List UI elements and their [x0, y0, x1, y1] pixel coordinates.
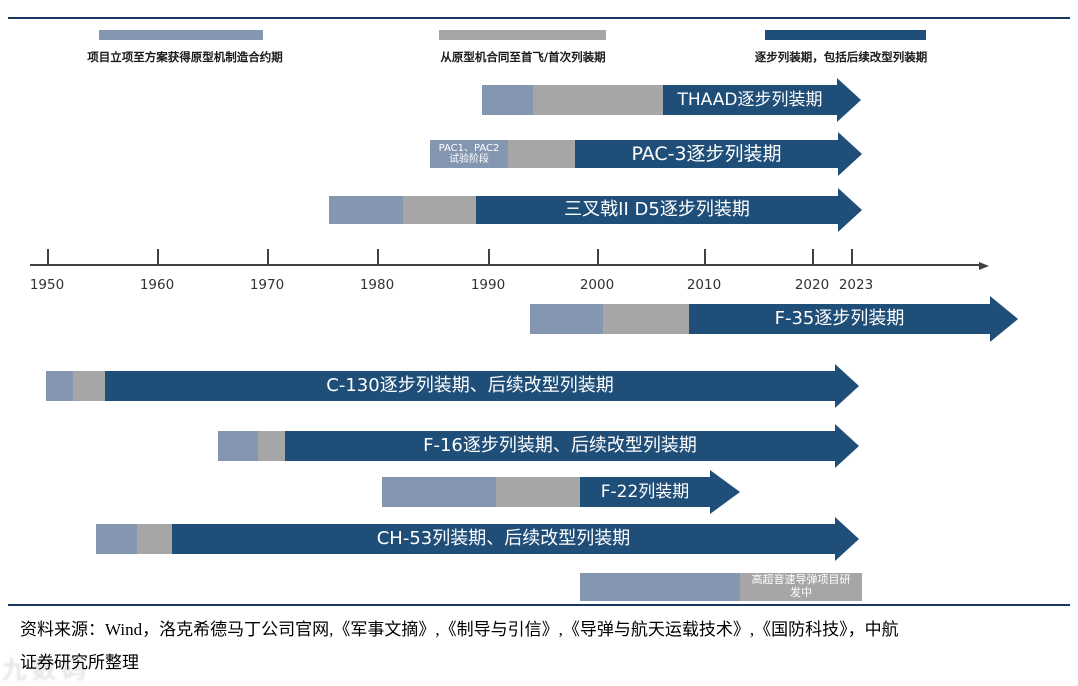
legend-label-3: 逐步列装期，包括后续改型列装期: [754, 50, 928, 64]
top-divider-line: [8, 17, 1070, 19]
ch53-phase2-bar: [137, 524, 172, 554]
pac3-arrow-icon: [838, 132, 862, 176]
tick-label-1950: 1950: [29, 277, 65, 293]
tick-1950: [47, 249, 49, 265]
source-note-line1: 资料来源：Wind，洛克希德马丁公司官网,《军事文摘》,《制导与引信》,《导弹与…: [20, 620, 899, 639]
tick-2020: [812, 249, 814, 265]
tick-1970: [267, 249, 269, 265]
trident-arrow-icon: [838, 188, 862, 232]
pac3-note-line2: 试验阶段: [449, 154, 489, 165]
c130-bar-label: C-130逐步列装期、后续改型列装期: [326, 375, 614, 396]
f35-bar-label: F-35逐步列装期: [774, 308, 905, 329]
tick-1990: [488, 249, 490, 265]
pac3-phase1-note: PAC1、PAC2 试验阶段: [430, 140, 508, 168]
legend-label-2: 从原型机合同至首飞/首次列装期: [440, 50, 606, 64]
c130-phase2-bar: [73, 371, 105, 401]
hypersonic-note-line1: 高超音速导弹项目研: [751, 573, 851, 587]
pac3-bar-label: PAC-3逐步列装期: [631, 143, 782, 165]
f22-phase3-bar: [580, 477, 710, 507]
hypersonic-phase1-bar: [580, 573, 740, 601]
f16-phase1-bar: [218, 431, 258, 461]
tick-1960: [157, 249, 159, 265]
trident-bar-label: 三叉戟II D5逐步列装期: [564, 199, 750, 220]
c130-phase1-bar: [46, 371, 73, 401]
f35-arrow-icon: [990, 296, 1018, 342]
f16-bar-label: F-16逐步列装期、后续改型列装期: [423, 435, 697, 456]
ch53-phase1-bar: [96, 524, 137, 554]
tick-label-1960: 1960: [139, 277, 175, 293]
thaad-bar-label: THAAD逐步列装期: [677, 90, 823, 110]
ch53-arrow-icon: [835, 517, 859, 561]
thaad-phase2-bar: [533, 85, 663, 115]
thaad-phase1-bar: [482, 85, 533, 115]
tick-2010: [704, 249, 706, 265]
thaad-phase3-bar: [663, 85, 837, 115]
f22-arrow-icon: [710, 470, 740, 514]
legend-swatch-navy: [765, 30, 926, 40]
tick-1980: [377, 249, 379, 265]
tick-label-2010: 2010: [686, 277, 722, 293]
tick-2023: [851, 249, 853, 265]
axis-arrow-icon: [979, 262, 989, 270]
ch53-phase3-bar: [172, 524, 835, 554]
pac3-note-line1: PAC1、PAC2: [438, 142, 500, 154]
trident-phase2-bar: [403, 196, 476, 224]
pac3-phase3-bar: [575, 140, 838, 168]
hypersonic-note: 高超音速导弹项目研 发中: [740, 573, 862, 601]
tick-label-1990: 1990: [470, 277, 506, 293]
f22-phase2-bar: [496, 477, 580, 507]
legend-swatch-gray: [439, 30, 606, 40]
tick-label-1970: 1970: [249, 277, 285, 293]
f22-phase1-bar: [382, 477, 496, 507]
trident-phase3-bar: [476, 196, 838, 224]
axis-line: [30, 264, 980, 266]
hypersonic-phase2-bar: [740, 573, 862, 601]
watermark: 九数码: [2, 656, 92, 684]
pac3-phase2-bar: [508, 140, 575, 168]
f35-phase2-bar: [603, 304, 689, 334]
tick-2000: [597, 249, 599, 265]
source-note-line2: 证券研究所整理: [20, 653, 139, 672]
legend-label-1: 项目立项至方案获得原型机制造合约期: [87, 50, 283, 64]
tick-label-2023: 2023: [838, 277, 874, 293]
c130-phase3-bar: [105, 371, 835, 401]
tick-label-2000: 2000: [579, 277, 615, 293]
tick-label-1980: 1980: [359, 277, 395, 293]
tick-label-2020: 2020: [794, 277, 830, 293]
f16-arrow-icon: [835, 424, 859, 468]
ch53-bar-label: CH-53列装期、后续改型列装期: [376, 528, 631, 549]
c130-arrow-icon: [835, 364, 859, 408]
f16-phase3-bar: [285, 431, 835, 461]
bottom-divider-line: [8, 604, 1070, 606]
trident-phase1-bar: [329, 196, 403, 224]
pac3-phase1-bar: [430, 140, 508, 168]
f22-bar-label: F-22列装期: [600, 482, 690, 502]
hypersonic-note-line2: 发中: [790, 586, 812, 599]
f35-phase3-bar: [689, 304, 990, 334]
legend-swatch-bluegray: [99, 30, 263, 40]
f16-phase2-bar: [258, 431, 285, 461]
thaad-arrow-icon: [837, 78, 861, 122]
f35-phase1-bar: [530, 304, 603, 334]
